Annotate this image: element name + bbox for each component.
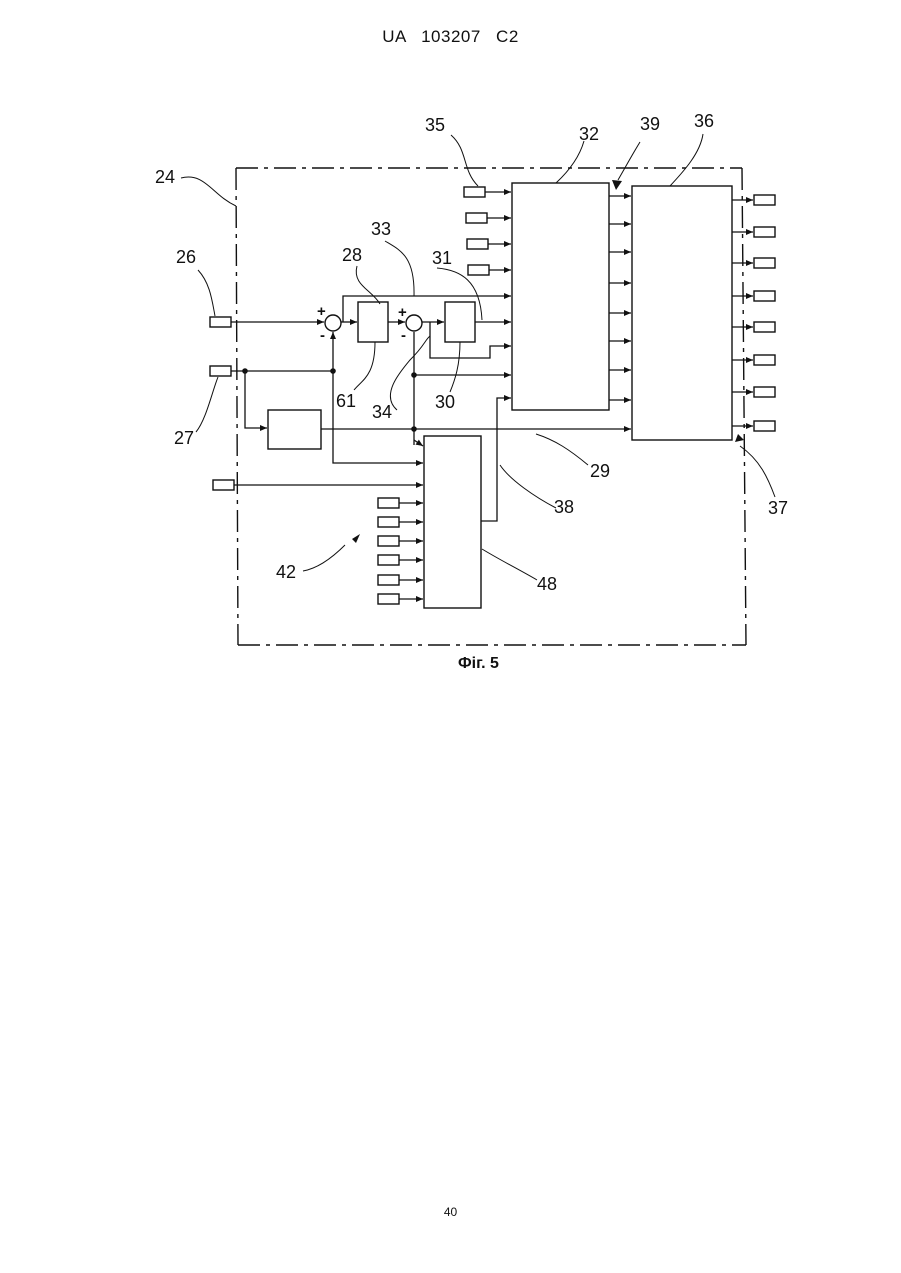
summing-junction-2 [406, 315, 422, 331]
label-38: 38 [554, 497, 574, 517]
terminal-input [378, 555, 399, 565]
terminal-input [213, 480, 234, 490]
label-24: 24 [155, 167, 175, 187]
terminal-26 [210, 317, 231, 327]
block-30 [445, 302, 475, 342]
label-28: 28 [342, 245, 362, 265]
terminal-input [378, 575, 399, 585]
terminal-input [468, 265, 489, 275]
label-61: 61 [336, 391, 356, 411]
plus-sign: + [317, 303, 326, 320]
terminal-output [754, 195, 775, 205]
label-42: 42 [276, 562, 296, 582]
block-48 [424, 436, 481, 608]
terminal-input [378, 594, 399, 604]
terminal-input [466, 213, 487, 223]
label-36: 36 [694, 111, 714, 131]
label-34: 34 [372, 402, 392, 422]
terminal-output [754, 421, 775, 431]
block-61 [358, 302, 388, 342]
summing-junction-1 [325, 315, 341, 331]
minus-sign: - [401, 327, 406, 344]
block-36 [632, 186, 732, 440]
label-39: 39 [640, 114, 660, 134]
terminal-output [754, 291, 775, 301]
label-35: 35 [425, 115, 445, 135]
terminal-output [754, 387, 775, 397]
label-26: 26 [176, 247, 196, 267]
label-29: 29 [590, 461, 610, 481]
terminal-output [754, 258, 775, 268]
terminal-output [754, 355, 775, 365]
terminal-input [378, 517, 399, 527]
terminal-output [754, 227, 775, 237]
plus-sign: + [398, 304, 407, 321]
label-30: 30 [435, 392, 455, 412]
label-31: 31 [432, 248, 452, 268]
label-33: 33 [371, 219, 391, 239]
label-37: 37 [768, 498, 788, 518]
block-filter [268, 410, 321, 449]
page-number: 40 [0, 1205, 901, 1219]
terminal-input [378, 498, 399, 508]
terminal-input [467, 239, 488, 249]
terminal-27 [210, 366, 231, 376]
label-32: 32 [579, 124, 599, 144]
block-32 [512, 183, 609, 410]
label-27: 27 [174, 428, 194, 448]
terminal-output [754, 322, 775, 332]
figure-caption: Фіг. 5 [458, 655, 499, 672]
terminal-input [378, 536, 399, 546]
label-48: 48 [537, 574, 557, 594]
terminal-35 [464, 187, 485, 197]
minus-sign: - [320, 327, 325, 344]
